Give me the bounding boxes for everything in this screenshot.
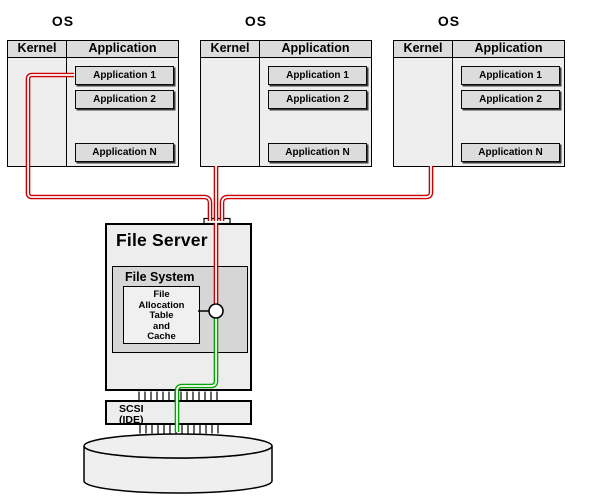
disk-drive (83, 433, 273, 494)
kernel-column-1 (8, 58, 67, 166)
scsi-controller-box: SCSI (IDE) (105, 400, 252, 425)
link-os3-to-fileserver (219, 166, 434, 221)
application-header-3: Application (474, 41, 543, 55)
file-system-title: File System (125, 270, 195, 284)
application-n-box-os2: Application N (268, 143, 367, 162)
kernel-column-3 (394, 58, 453, 166)
os-title-1: OS (51, 13, 75, 29)
fat-line-4: and (153, 320, 170, 332)
fat-line-1: File (153, 289, 170, 300)
application-n-box-os3: Application N (461, 143, 560, 162)
file-system-box: File System File Allocation Table and Ca… (112, 266, 248, 353)
os-table-header-3: Kernel Application (394, 41, 564, 58)
os-title-2: OS (244, 13, 268, 29)
application-1-box-os2: Application 1 (268, 66, 367, 85)
os-group-1: OS Kernel Application Application 1 Appl… (7, 13, 179, 167)
file-server-title: File Server (116, 230, 208, 250)
application-1-box-os1: Application 1 (75, 66, 174, 85)
kernel-column-2 (201, 58, 260, 166)
scsi-line-1: SCSI (119, 403, 144, 415)
scsi-line-2: (IDE) (119, 413, 144, 426)
os-table-header-1: Kernel Application (8, 41, 178, 58)
fat-line-3: Table (149, 310, 174, 321)
fat-line-2: Allocation (138, 299, 185, 311)
kernel-header-2: Kernel (201, 41, 260, 57)
kernel-header-1: Kernel (8, 41, 67, 57)
file-server-box: File Server File System File Allocation … (105, 223, 252, 391)
bus-ribbon-upper (138, 391, 218, 400)
os-group-2: OS Kernel Application Application 1 Appl… (200, 13, 372, 167)
application-2-box-os3: Application 2 (461, 90, 560, 109)
os-group-3: OS Kernel Application Application 1 Appl… (393, 13, 565, 167)
application-n-box-os1: Application N (75, 143, 174, 162)
file-allocation-table-box: File Allocation Table and Cache (123, 286, 200, 344)
application-2-box-os1: Application 2 (75, 90, 174, 109)
application-1-box-os3: Application 1 (461, 66, 560, 85)
os-table-header-2: Kernel Application (201, 41, 371, 58)
application-header-1: Application (88, 41, 157, 55)
application-header-2: Application (281, 41, 350, 55)
os-title-3: OS (437, 13, 461, 29)
os-table-3: Kernel Application Application 1 Applica… (393, 40, 565, 167)
kernel-header-3: Kernel (394, 41, 453, 57)
os-table-2: Kernel Application Application 1 Applica… (200, 40, 372, 167)
fat-line-5: Cache (147, 331, 176, 342)
bus-ribbon-lower (139, 425, 219, 434)
application-2-box-os2: Application 2 (268, 90, 367, 109)
os-table-1: Kernel Application Application 1 Applica… (7, 40, 179, 167)
